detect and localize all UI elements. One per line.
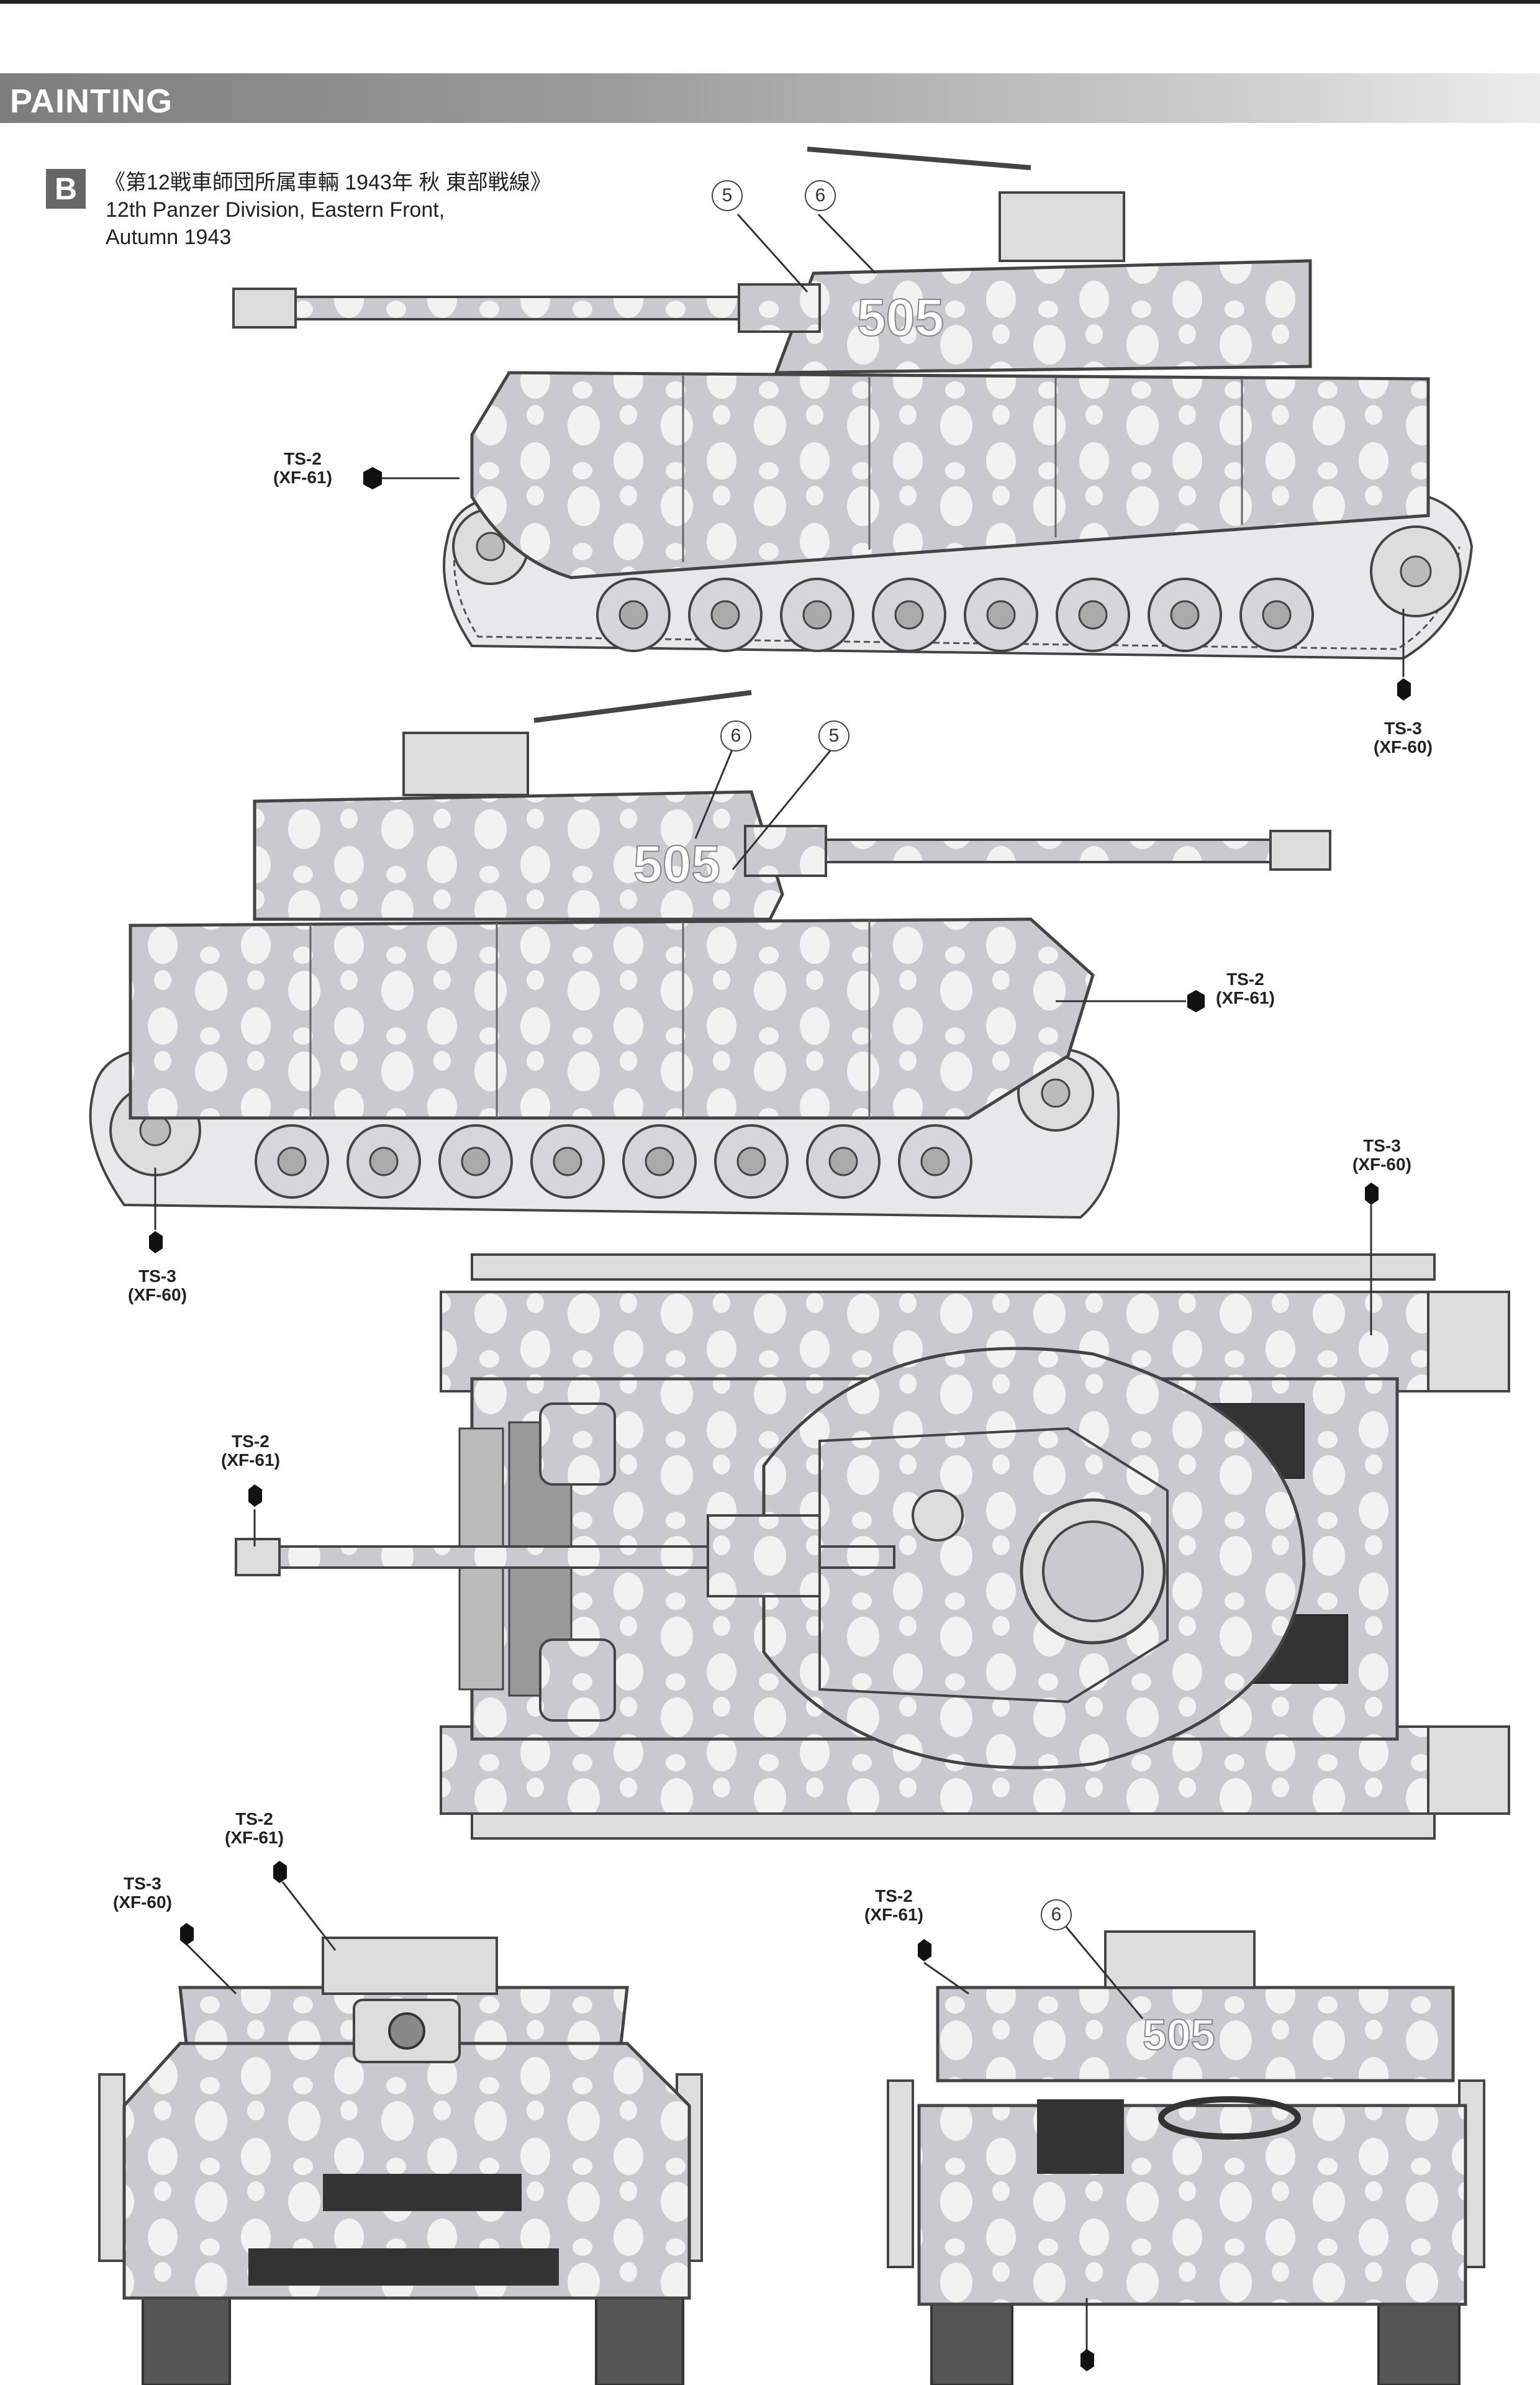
cupola-front — [322, 1937, 498, 1995]
road-wheels — [255, 1124, 972, 1199]
turret-number-side1: 505 — [857, 288, 944, 347]
machine-gun — [533, 690, 752, 723]
callout-top-base: TS-3 (XF-60) — [1352, 1136, 1411, 1174]
marker-hex-icon — [1187, 990, 1205, 1012]
hull-rear — [917, 2104, 1467, 2306]
driver-hatch — [539, 1402, 616, 1486]
commander-cupola — [999, 191, 1125, 262]
main-gun-barrel — [291, 296, 802, 320]
marker-hex-icon — [1397, 678, 1411, 701]
side-view-right: 505 — [232, 147, 1474, 701]
marker-hex-icon — [273, 1861, 287, 1883]
callout-top-camo: TS-2 (XF-61) — [221, 1432, 280, 1470]
top-view — [235, 1183, 1510, 1840]
marker-hex-icon — [1365, 1183, 1379, 1205]
marker-hex-icon — [180, 1923, 194, 1945]
cupola-rear — [1104, 1930, 1256, 1989]
marker-hex-icon — [363, 467, 382, 489]
marker-6-side1: 6 — [805, 180, 836, 211]
callout-front-camo: TS-2 (XF-61) — [225, 1809, 284, 1847]
scheme-title-en: 12th Panzer Division, Eastern Front, Aut… — [106, 196, 602, 251]
gun-mantlet — [744, 825, 827, 877]
section-header-bar — [0, 73, 1540, 123]
lower-skirt — [471, 1812, 1436, 1840]
commander-cupola — [402, 732, 529, 796]
spare-track-rear — [1037, 2099, 1124, 2174]
scheme-badge: B — [46, 169, 86, 209]
muzzle-brake — [235, 1538, 281, 1576]
top-rule — [0, 0, 1540, 4]
muzzle-brake — [1269, 830, 1331, 871]
callout-front-base: TS-3 (XF-60) — [113, 1874, 172, 1912]
marker-hex-icon — [1080, 2349, 1094, 2371]
callout-side2-camo: TS-2 (XF-61) — [1216, 970, 1275, 1007]
gun-mantlet — [707, 1514, 821, 1597]
side-view-left: 505 — [89, 690, 1331, 1253]
tow-cable — [1158, 2096, 1301, 2140]
skirt-left — [887, 2079, 914, 2268]
skirt-left — [98, 2073, 125, 2262]
hull-side-skirt — [129, 917, 1095, 1120]
marker-hex-icon — [248, 1484, 262, 1507]
scheme-title-en-line2: Autumn 1943 — [106, 225, 232, 249]
scheme-title-en-line1: 12th Panzer Division, Eastern Front, — [106, 198, 445, 222]
callout-side2-base: TS-3 (XF-60) — [128, 1266, 187, 1304]
road-wheels — [596, 578, 1314, 652]
callout-side1-base: TS-3 (XF-60) — [1374, 719, 1433, 756]
turret-side — [253, 790, 784, 921]
scheme-title-jp: 《第12戦車師団所属車輛 1943年 秋 東部戦線》 — [104, 171, 551, 194]
turret-number-rear: 505 — [1143, 2010, 1215, 2059]
gun-muzzle-front — [388, 2012, 425, 2050]
turret-number-side2: 505 — [633, 835, 720, 893]
callout-rear-camo: TS-2 (XF-61) — [864, 1886, 923, 1924]
upper-skirt — [471, 1253, 1436, 1281]
loader-hatch — [912, 1489, 964, 1542]
machine-gun — [807, 147, 1031, 170]
turret-side — [774, 259, 1312, 375]
callout-side1-camo: TS-2 (XF-61) — [273, 449, 332, 487]
muzzle-brake — [232, 288, 297, 329]
main-gun-barrel — [769, 838, 1274, 863]
marker-hex-icon — [149, 1231, 163, 1253]
hull-front — [122, 2042, 691, 2300]
radio-operator-hatch — [539, 1638, 616, 1722]
gun-mantlet — [738, 283, 821, 333]
turret-schurzen-rear — [936, 1986, 1455, 2083]
section-title: PAINTING — [10, 83, 173, 120]
marker-6-rear: 6 — [1041, 1899, 1072, 1930]
marker-hex-icon — [918, 1939, 931, 1961]
hull-side-skirt — [470, 371, 1430, 579]
rear-view: 505 — [887, 1925, 1485, 2385]
front-view — [98, 1861, 703, 2385]
marker-5-side1: 5 — [712, 180, 743, 211]
spare-track-front — [323, 2174, 522, 2211]
marker-5-side2: 5 — [818, 720, 849, 752]
marker-6-side2: 6 — [720, 720, 751, 752]
